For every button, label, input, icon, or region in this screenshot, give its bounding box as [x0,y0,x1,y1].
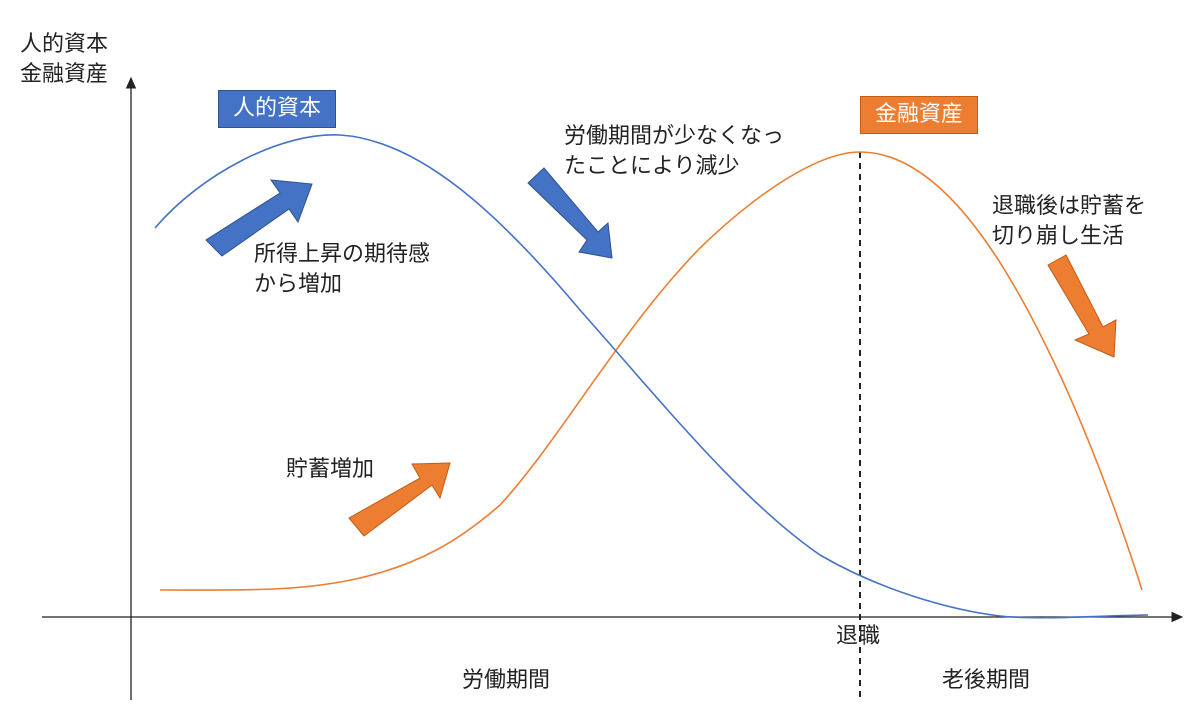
financial-assets-rise-note: 貯蓄増加 [286,455,374,485]
human-capital-rise-arrow [205,179,313,257]
y-axis-title-line: 人的資本 [20,32,109,57]
financial-assets-fall-arrow [1047,254,1117,358]
note-line: 労働期間が少なくなっ [564,124,785,149]
human-capital-fall-note: 労働期間が少なくなっ たことにより減少 [564,122,784,182]
human-capital-rise-note: 所得上昇の期待感 から増加 [254,240,430,300]
human-capital-label: 人的資本 [218,90,337,128]
financial-assets-fall-note: 退職後は貯蓄を 切り崩し生活 [992,192,1146,252]
human-capital-fall-arrow [527,167,613,259]
note-line: 退職後は貯蓄を [992,194,1147,219]
human-capital-curve [154,134,1149,619]
financial-assets-rise-arrow [348,462,451,537]
y-axis-title: 人的資本 金融資産 [20,30,108,90]
note-line: 所得上昇の期待感 [254,242,431,267]
financial-assets-label: 金融資産 [860,96,979,134]
note-line: たことにより減少 [564,154,740,179]
note-line: 貯蓄増加 [286,457,375,482]
y-axis-title-line: 金融資産 [20,62,109,87]
financial-assets-curve [159,151,1143,591]
note-line: から増加 [254,272,343,297]
working-period-label: 労働期間 [462,668,551,693]
note-line: 切り崩し生活 [992,224,1125,249]
retirement-label: 退職 [836,624,881,649]
retirement-period-label: 老後期間 [942,668,1031,693]
